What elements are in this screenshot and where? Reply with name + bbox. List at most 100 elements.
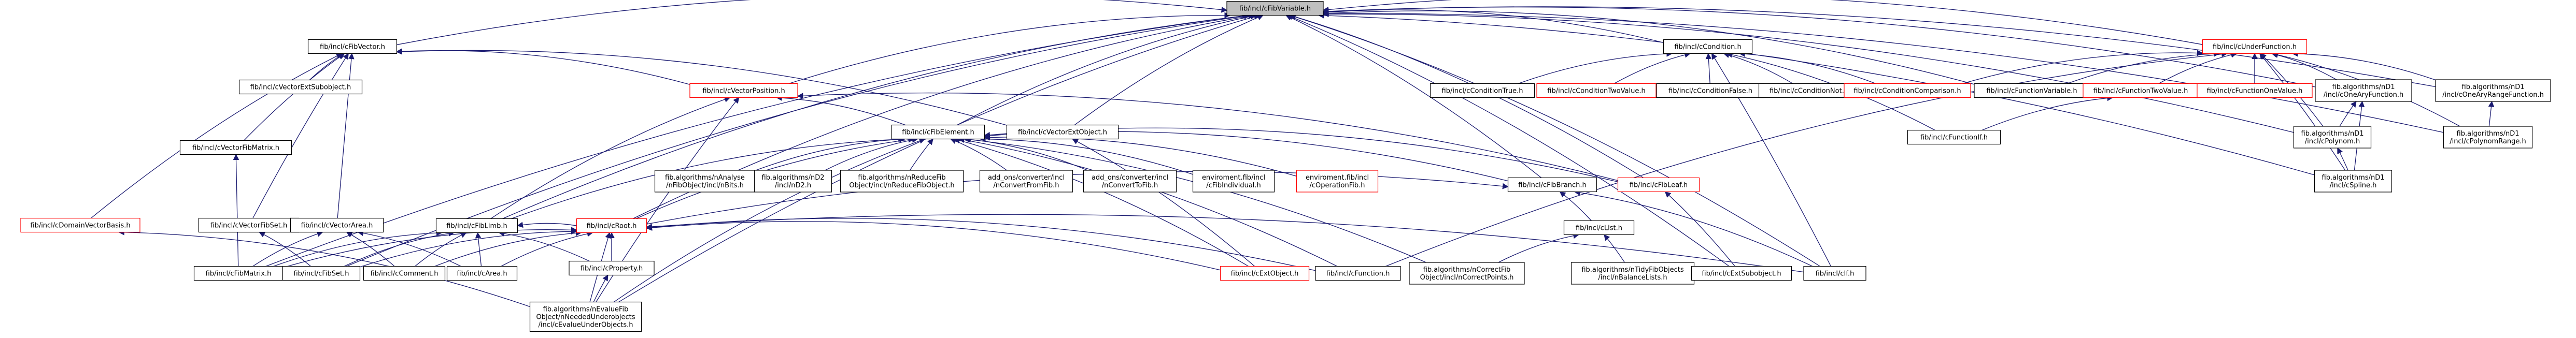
edge-cextobject-to-croot bbox=[646, 221, 1221, 271]
edge-cif-to-ccondition bbox=[1711, 53, 1832, 267]
node-label: fib/incl/cFibLeaf.h bbox=[1630, 182, 1688, 189]
graph-node-cextobject[interactable]: fib/incl/cExtObject.h bbox=[1220, 266, 1310, 281]
edge-cpolynom-to-cfibvariable bbox=[1322, 11, 2294, 133]
edge-cfibmatrix-to-cvectorarea bbox=[252, 231, 323, 267]
graph-node-cunderfunction[interactable]: fib/incl/cUnderFunction.h bbox=[2202, 39, 2308, 54]
edge-clist-to-cfibbranch bbox=[1559, 191, 1592, 221]
node-label: /incl/nBalanceLists.h bbox=[1598, 274, 1667, 282]
node-label: fib.algorithms/nEvalueFib bbox=[543, 306, 629, 314]
edge-cif-to-cfibvariable bbox=[1289, 14, 1820, 267]
graph-node-croot[interactable]: fib/incl/cRoot.h bbox=[576, 218, 647, 233]
graph-node-cfibindividual[interactable]: enviroment.fib/incl/cFibIndividual.h bbox=[1192, 170, 1275, 193]
edge-cfibelement-to-cfibvariable bbox=[957, 13, 1257, 126]
node-box bbox=[1220, 266, 1310, 281]
graph-node-ccondition[interactable]: fib/incl/cCondition.h bbox=[1663, 39, 1753, 54]
edge-cdomainvectorbasis-to-cfibvector bbox=[91, 53, 343, 219]
node-box bbox=[238, 79, 363, 95]
edge-cproperty-to-cfiblimb bbox=[498, 230, 590, 262]
graph-node-cfibvector[interactable]: fib/incl/cFibVector.h bbox=[307, 39, 398, 54]
graph-node-nbits[interactable]: fib.algorithms/nAnalyse/nFibObject/incl/… bbox=[654, 170, 756, 193]
graph-node-cfibvariable[interactable]: fib/incl/cFibVariable.h bbox=[1226, 1, 1324, 16]
graph-node-coperationfib[interactable]: enviroment.fib/incl/cOperationFib.h bbox=[1296, 170, 1379, 193]
edge-cspline-to-cpolynom bbox=[2337, 147, 2348, 171]
graph-node-cproperty[interactable]: fib/incl/cProperty.h bbox=[569, 260, 655, 276]
graph-node-cfibset[interactable]: fib/incl/cFibSet.h bbox=[282, 266, 361, 281]
graph-node-cfibbranch[interactable]: fib/incl/cFibBranch.h bbox=[1507, 177, 1597, 193]
node-label: fib/incl/cIf.h bbox=[1816, 270, 1855, 278]
edge-layer bbox=[91, 0, 2495, 307]
graph-node-cvectorarea[interactable]: fib/incl/cVectorArea.h bbox=[290, 217, 384, 233]
node-label: fib.algorithms/nD2 bbox=[762, 174, 825, 182]
edge-nreducefibobject-to-cfibelement bbox=[909, 138, 933, 171]
graph-node-cif[interactable]: fib/incl/cIf.h bbox=[1803, 266, 1866, 281]
edge-cunderfunction-to-cfibvariable bbox=[1322, 0, 2203, 45]
node-box bbox=[290, 217, 384, 233]
graph-node-cspline[interactable]: fib.algorithms/nD1/incl/cSpline.h bbox=[2314, 170, 2393, 193]
graph-node-cfunction[interactable]: fib/incl/cFunction.h bbox=[1315, 266, 1401, 281]
graph-node-clist[interactable]: fib/incl/cList.h bbox=[1563, 220, 1635, 236]
graph-node-cdomainvectorbasis[interactable]: fib/incl/cDomainVectorBasis.h bbox=[20, 217, 140, 233]
edge-cvectorextobject-to-cfibvector bbox=[396, 49, 1007, 126]
graph-node-cvectorfibset[interactable]: fib/incl/cVectorFibSet.h bbox=[198, 217, 300, 233]
edge-ccomment-to-cvectorarea bbox=[346, 231, 395, 267]
graph-node-nd2[interactable]: fib.algorithms/nD2/incl/nD2.h bbox=[754, 170, 832, 193]
node-box bbox=[840, 170, 964, 193]
node-box bbox=[2315, 79, 2412, 102]
graph-node-cfibmatrix[interactable]: fib/incl/cFibMatrix.h bbox=[193, 266, 284, 281]
graph-node-cfunctionif[interactable]: fib/incl/cFunctionIf.h bbox=[1907, 129, 2001, 145]
graph-node-cextsubobject[interactable]: fib/incl/cExtSubobject.h bbox=[1691, 266, 1792, 281]
node-box bbox=[1507, 177, 1597, 193]
graph-node-conearyrangefunction[interactable]: fib.algorithms/nD1/incl/cOneAryRangeFunc… bbox=[2435, 79, 2551, 102]
edge-conearyfunction-to-cunderfunction bbox=[2271, 52, 2337, 80]
graph-node-carea[interactable]: fib/incl/cArea.h bbox=[446, 266, 518, 281]
graph-node-cconditiontwovalue[interactable]: fib/incl/cConditionTwoValue.h bbox=[1536, 83, 1657, 98]
graph-node-cfunctiontwovalue[interactable]: fib/incl/cFunctionTwoValue.h bbox=[2083, 83, 2199, 98]
edge-ncorrectpoints-to-clist bbox=[1498, 232, 1580, 263]
graph-node-cpolynomrange[interactable]: fib.algorithms/nD1/incl/cPolynomRange.h bbox=[2443, 126, 2533, 149]
graph-node-cfibleaf[interactable]: fib/incl/cFibLeaf.h bbox=[1617, 177, 1700, 193]
edge-cevalueunderobjects-to-cfibvariable bbox=[618, 13, 1260, 303]
graph-node-cvectorfibmatrix[interactable]: fib/incl/cVectorFibMatrix.h bbox=[179, 140, 292, 155]
graph-node-cfiblimb[interactable]: fib/incl/cFibLimb.h bbox=[435, 218, 518, 233]
node-box bbox=[1192, 170, 1275, 193]
node-label: Object/incl/nCorrectPoints.h bbox=[1420, 274, 1514, 282]
node-box bbox=[1617, 177, 1700, 193]
edge-cextobject-to-cvectorextobject bbox=[1072, 138, 1255, 267]
graph-node-ncorrectpoints[interactable]: fib.algorithms/nCorrectFibObject/incl/nC… bbox=[1409, 262, 1525, 285]
node-box bbox=[529, 301, 642, 332]
graph-node-cfunctionvariable[interactable]: fib/incl/cFunctionVariable.h bbox=[1974, 83, 2090, 98]
graph-node-cconditionfalse[interactable]: fib/incl/cConditionFalse.h bbox=[1656, 83, 1765, 98]
edge-cfibbranch-to-cfibvariable bbox=[1285, 14, 1542, 179]
graph-node-nconvertfromfib[interactable]: add_ons/converter/incl/nConvertFromFib.h bbox=[979, 170, 1073, 193]
graph-node-cfunctiononevalue[interactable]: fib/incl/cFunctionOneValue.h bbox=[2197, 83, 2313, 98]
edge-cfibset-to-croot bbox=[360, 228, 577, 268]
edge-cfiblimb-to-cfibvariable bbox=[502, 12, 1250, 219]
graph-node-conearyfunction[interactable]: fib.algorithms/nD1/incl/cOneAryFunction.… bbox=[2315, 79, 2412, 102]
graph-node-nreducefibobject[interactable]: fib.algorithms/nReduceFibObject/incl/nRe… bbox=[840, 170, 964, 193]
node-label: /incl/cOneAryFunction.h bbox=[2324, 91, 2404, 99]
graph-node-ccomment[interactable]: fib/incl/cComment.h bbox=[363, 266, 446, 281]
graph-node-cvectorextsubobject[interactable]: fib/incl/cVectorExtSubobject.h bbox=[238, 79, 363, 95]
node-label: /incl/cSpline.h bbox=[2330, 182, 2377, 189]
edge-cvectorarea-to-cfibvector bbox=[337, 53, 355, 218]
node-label: fib/incl/cRoot.h bbox=[587, 223, 637, 230]
node-box bbox=[1315, 266, 1401, 281]
node-box bbox=[1691, 266, 1792, 281]
graph-node-cvectorposition[interactable]: fib/incl/cVectorPosition.h bbox=[689, 83, 798, 98]
graph-node-cconditiontrue[interactable]: fib/incl/cConditionTrue.h bbox=[1429, 83, 1535, 98]
graph-node-cfibelement[interactable]: fib/incl/cFibElement.h bbox=[891, 124, 985, 140]
graph-node-nbalancelists[interactable]: fib.algorithms/nTidyFibObjects/incl/nBal… bbox=[1570, 262, 1695, 285]
graph-node-nconverttofib[interactable]: add_ons/converter/incl/nConvertToFib.h bbox=[1083, 170, 1177, 193]
node-label: fib/incl/cFunctionTwoValue.h bbox=[2093, 87, 2188, 95]
node-label: fib/incl/cFunctionOneValue.h bbox=[2207, 87, 2303, 95]
node-box bbox=[282, 266, 361, 281]
node-label: fib/incl/cConditionNot.h bbox=[1770, 87, 1848, 95]
node-label: fib/incl/cFibSet.h bbox=[293, 270, 349, 278]
node-label: fib/incl/cFunctionIf.h bbox=[1920, 134, 1988, 142]
graph-node-cpolynom[interactable]: fib.algorithms/nD1/incl/cPolynom.h bbox=[2293, 126, 2372, 149]
graph-node-cconditioncomparison[interactable]: fib/incl/cConditionComparison.h bbox=[1844, 83, 1971, 98]
edge-cfiblimb-to-cfibelement bbox=[511, 136, 904, 219]
graph-node-cvectorextobject[interactable]: fib/incl/cVectorExtObject.h bbox=[1006, 124, 1119, 140]
graph-node-cevalueunderobjects[interactable]: fib.algorithms/nEvalueFibObject/nNeededU… bbox=[529, 301, 642, 332]
